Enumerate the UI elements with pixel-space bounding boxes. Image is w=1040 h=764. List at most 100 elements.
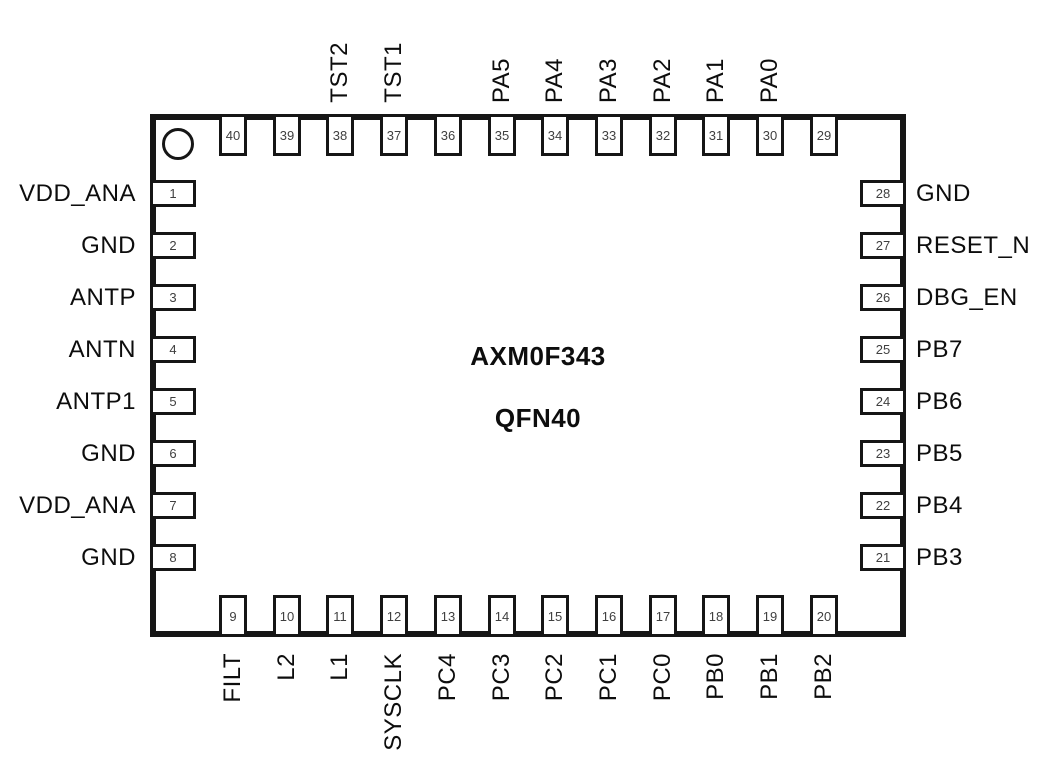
pin-22-box: 22 (860, 492, 906, 519)
pin-32-box: 32 (649, 114, 677, 156)
pin-8-label: GND (81, 544, 136, 571)
pin-10-box: 10 (273, 595, 301, 637)
pin-3-box: 3 (150, 284, 196, 311)
pin-28-label: GND (916, 180, 971, 207)
pin-38-label-wrap: TST2 (326, 0, 354, 103)
pin-35-box: 35 (488, 114, 516, 156)
pin-23-label: PB5 (916, 440, 963, 467)
pin-16-box: 16 (595, 595, 623, 637)
pin-15-label-wrap: PC2 (541, 653, 569, 763)
pin-33-label: PA3 (595, 57, 622, 103)
pin-18-label: PB0 (702, 653, 729, 700)
pin-28-box: 28 (860, 180, 906, 207)
pin-16-label: PC1 (595, 653, 622, 702)
pin-37-number: 37 (386, 127, 402, 143)
pin-27-number: 27 (875, 238, 891, 253)
pin-5-box: 5 (150, 388, 196, 415)
pin-10-number: 10 (279, 608, 295, 624)
pin-34-box: 34 (541, 114, 569, 156)
pin-8-box: 8 (150, 544, 196, 571)
pin-17-number: 17 (655, 608, 671, 624)
pin-18-number: 18 (708, 608, 724, 624)
pin-35-number: 35 (494, 127, 510, 143)
pin-14-label-wrap: PC3 (488, 653, 516, 763)
pin-11-label-wrap: L1 (326, 653, 354, 763)
pin-15-box: 15 (541, 595, 569, 637)
pin-37-box: 37 (380, 114, 408, 156)
chip-package: QFN40 (494, 403, 582, 433)
pin-27-label: RESET_N (916, 232, 1031, 259)
pin-21-box: 21 (860, 544, 906, 571)
pin-24-number: 24 (875, 394, 891, 409)
pin-4-label: ANTN (68, 336, 136, 363)
pin-33-label-wrap: PA3 (595, 0, 623, 103)
pin-2-number: 2 (169, 238, 177, 253)
pin-13-number: 13 (440, 608, 456, 624)
pin-40-box: 40 (219, 114, 247, 156)
pin-34-label: PA4 (541, 57, 568, 103)
pin-4-number: 4 (169, 342, 177, 357)
pin-35-label-wrap: PA5 (488, 0, 516, 103)
pin-29-box: 29 (810, 114, 838, 156)
pin-22-number: 22 (875, 498, 891, 513)
pin-30-label: PA0 (756, 57, 783, 103)
pin-32-number: 32 (655, 127, 671, 143)
pin-26-number: 26 (875, 290, 891, 305)
pin-14-box: 14 (488, 595, 516, 637)
pin-24-box: 24 (860, 388, 906, 415)
pin-9-label-wrap: FILT (219, 653, 247, 763)
pin-2-box: 2 (150, 232, 196, 259)
pin-24-label: PB6 (916, 388, 963, 415)
pin-17-label: PC0 (649, 653, 676, 702)
pin-3-label: ANTP (69, 284, 136, 311)
pin-35-label: PA5 (488, 57, 515, 103)
pin-25-label: PB7 (916, 336, 963, 363)
pin-13-box: 13 (434, 595, 462, 637)
pin-19-label-wrap: PB1 (756, 653, 784, 763)
pin-27-box: 27 (860, 232, 906, 259)
pin-30-number: 30 (762, 127, 778, 143)
pin-11-label: L1 (326, 653, 353, 681)
pin-38-label: TST2 (326, 42, 353, 103)
pin-23-box: 23 (860, 440, 906, 467)
pin-25-box: 25 (860, 336, 906, 363)
pin-26-label: DBG_EN (916, 284, 1018, 311)
pin-31-label-wrap: PA1 (702, 0, 730, 103)
pin-37-label-wrap: TST1 (380, 0, 408, 103)
pin-30-label-wrap: PA0 (756, 0, 784, 103)
pin-23-number: 23 (875, 446, 891, 461)
pin-25-number: 25 (875, 342, 891, 357)
pin-6-label: GND (81, 440, 136, 467)
pin-32-label: PA2 (649, 57, 676, 103)
pin-9-number: 9 (229, 608, 237, 624)
pin-38-box: 38 (326, 114, 354, 156)
pin-37-label: TST1 (380, 42, 407, 103)
pin-1-number: 1 (169, 186, 177, 201)
pin-21-number: 21 (875, 550, 891, 565)
pin-12-label-wrap: SYSCLK (380, 653, 408, 763)
pin-6-number: 6 (169, 446, 177, 461)
pin-2-label: GND (81, 232, 136, 259)
pin-13-label-wrap: PC4 (434, 653, 462, 763)
pin-15-label: PC2 (541, 653, 568, 702)
pin-34-label-wrap: PA4 (541, 0, 569, 103)
pin-33-box: 33 (595, 114, 623, 156)
pin-15-number: 15 (547, 608, 563, 624)
pin-21-label: PB3 (916, 544, 963, 571)
pin-7-box: 7 (150, 492, 196, 519)
pin-40-number: 40 (225, 127, 241, 143)
pin-17-label-wrap: PC0 (649, 653, 677, 763)
pin-38-number: 38 (332, 127, 348, 143)
pin-14-label: PC3 (488, 653, 515, 702)
pin-18-label-wrap: PB0 (702, 653, 730, 763)
pin-32-label-wrap: PA2 (649, 0, 677, 103)
pin-12-label: SYSCLK (380, 653, 407, 751)
pin-8-number: 8 (169, 550, 177, 565)
pin-16-number: 16 (601, 608, 617, 624)
pin-20-number: 20 (816, 608, 832, 624)
pin-19-box: 19 (756, 595, 784, 637)
pin-39-number: 39 (279, 127, 295, 143)
pin-7-label: VDD_ANA (19, 492, 136, 519)
pin-39-box: 39 (273, 114, 301, 156)
pin1-indicator-circle (162, 128, 194, 160)
